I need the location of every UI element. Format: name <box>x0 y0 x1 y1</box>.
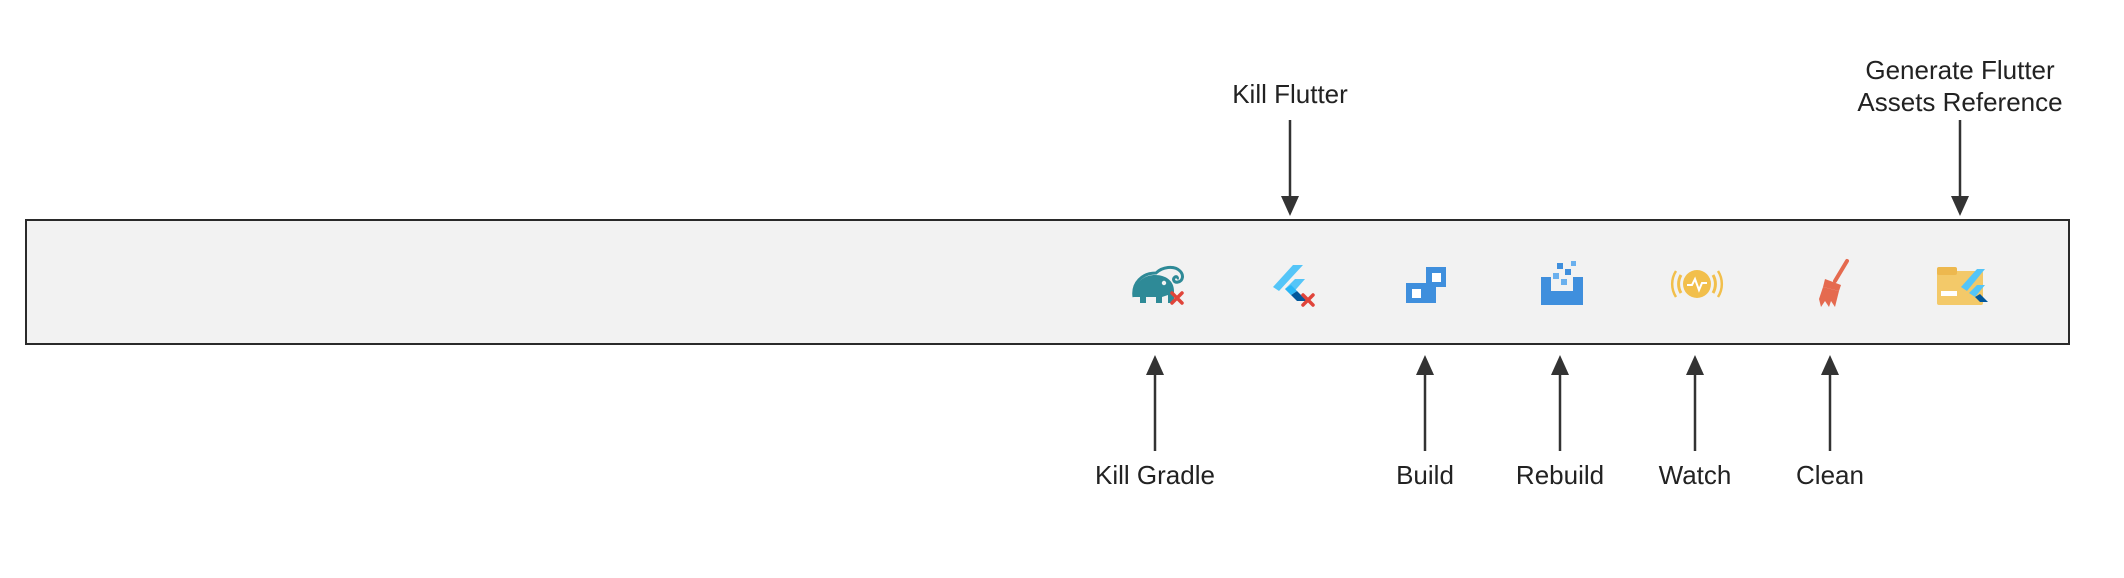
kill-flutter-callout-label: Kill Flutter <box>1232 79 1348 109</box>
generate-assets-callout-label: Generate Flutter Assets Reference <box>1857 54 2062 118</box>
kill-gradle-callout-label: Kill Gradle <box>1095 460 1215 490</box>
clean-button[interactable] <box>1803 257 1861 311</box>
kill-gradle-button[interactable] <box>1128 257 1186 311</box>
flutter-kill-icon <box>1273 265 1315 307</box>
flutter-assets-icon <box>1937 267 1988 305</box>
rebuild-arrow <box>1548 355 1572 451</box>
clean-callout-label: Clean <box>1796 460 1864 490</box>
rebuild-callout-label: Rebuild <box>1515 460 1605 490</box>
build-callout-label: Build <box>1396 460 1454 490</box>
watch-arrow <box>1683 355 1707 451</box>
watch-callout-label: Watch <box>1658 460 1732 490</box>
rebuild-icon <box>1541 261 1583 305</box>
kill-flutter-button[interactable] <box>1263 257 1321 311</box>
broom-icon <box>1819 259 1849 307</box>
build-arrow <box>1413 355 1437 451</box>
build-blocks-icon <box>1406 267 1446 303</box>
generate-assets-label-line2: Assets Reference <box>1857 87 2063 117</box>
watch-pulse-icon <box>1671 270 1723 298</box>
rebuild-button[interactable] <box>1533 257 1591 311</box>
gradle-elephant-kill-icon <box>1132 265 1184 305</box>
generate-assets-reference-button[interactable] <box>1933 257 1991 311</box>
kill-gradle-arrow <box>1143 355 1167 451</box>
watch-button[interactable] <box>1668 257 1726 311</box>
build-button[interactable] <box>1398 257 1456 311</box>
toolbar <box>25 219 2070 345</box>
generate-assets-label-line1: Generate Flutter <box>1865 55 2055 85</box>
kill-flutter-arrow <box>1278 120 1302 216</box>
generate-assets-arrow <box>1948 120 1972 216</box>
clean-arrow <box>1818 355 1842 451</box>
